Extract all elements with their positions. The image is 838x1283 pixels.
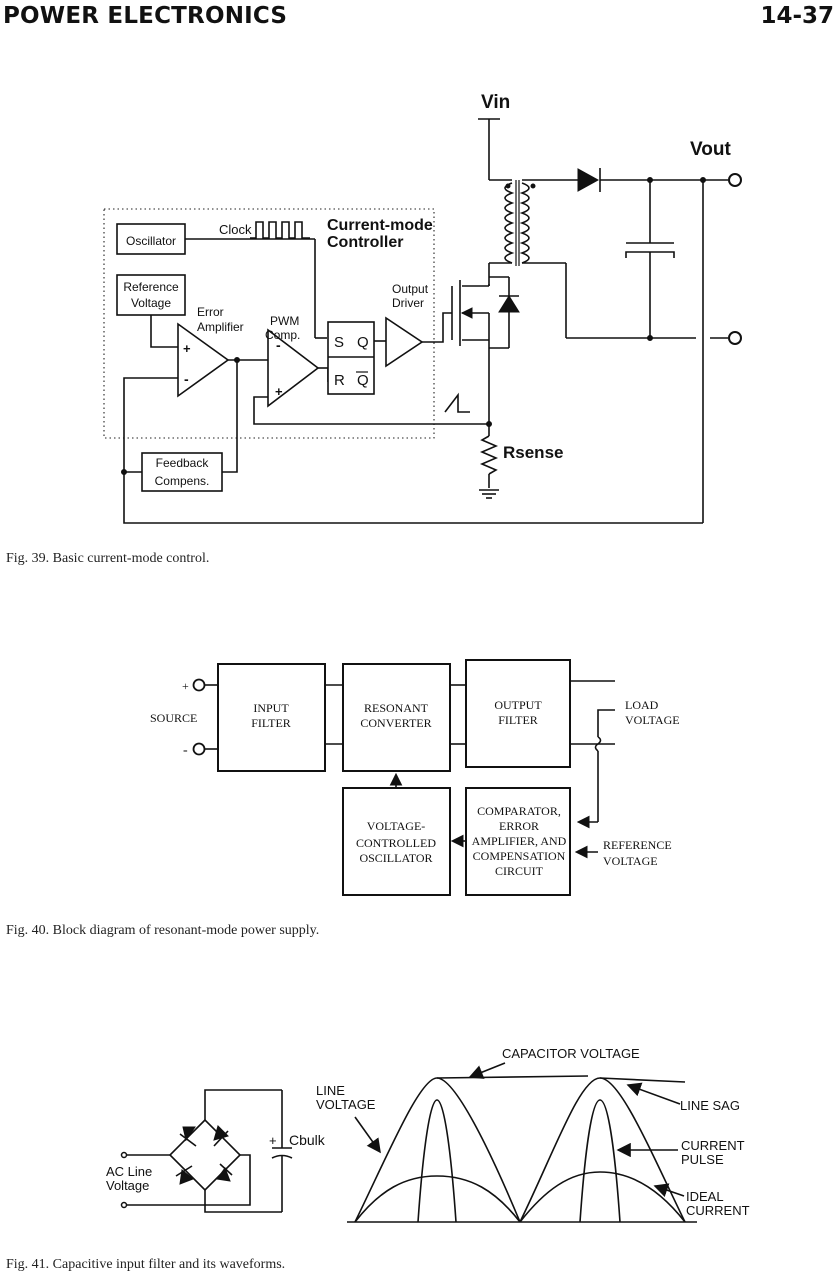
ground-icon bbox=[479, 489, 499, 499]
fig40-diagram: + - SOURCE INPUT FILTER RESONANT CONVERT… bbox=[150, 659, 680, 896]
error-amp-minus: - bbox=[184, 371, 189, 387]
error-amplifier-symbol bbox=[177, 322, 230, 398]
vout-label: Vout bbox=[690, 139, 731, 160]
cbulk-plus: + bbox=[269, 1133, 277, 1148]
pwm-minus: - bbox=[276, 337, 281, 353]
input-filter-block bbox=[217, 663, 326, 772]
latch-s-label: S bbox=[334, 334, 344, 351]
vco-block bbox=[342, 787, 451, 896]
feedback-label-line2: Compens. bbox=[155, 474, 210, 488]
page-number: 14-37 bbox=[760, 3, 834, 29]
section-title: POWER ELECTRONICS bbox=[3, 3, 288, 29]
comp-label-line3: AMPLIFIER, AND bbox=[472, 834, 567, 848]
rsense-label: Rsense bbox=[503, 443, 563, 462]
error-amp-label-line2: Amplifier bbox=[197, 320, 244, 334]
line-voltage-label-line2: VOLTAGE bbox=[316, 1097, 376, 1112]
bridge-rectifier-icon bbox=[168, 1118, 242, 1192]
ac-line-label-line2: Voltage bbox=[106, 1178, 149, 1193]
reference-label-line1: Reference bbox=[123, 280, 179, 294]
fig39-diagram: Vin Vout bbox=[103, 92, 742, 524]
ramp-waveform-icon bbox=[444, 392, 470, 413]
cbulk-label: Cbulk bbox=[289, 1132, 326, 1148]
ideal-current-label-line1: IDEAL bbox=[686, 1189, 724, 1204]
driver-label-line1: Output bbox=[392, 282, 429, 296]
controller-title-line1: Current-mode bbox=[327, 217, 433, 234]
error-amp-label-line1: Error bbox=[197, 305, 224, 319]
resonant-label-line1: RESONANT bbox=[364, 701, 429, 715]
pwm-comparator-symbol bbox=[267, 328, 320, 408]
ref-label-line2: VOLTAGE bbox=[603, 854, 658, 868]
fig41-caption: Fig. 41. Capacitive input filter and its… bbox=[6, 1257, 286, 1272]
reference-label-line2: Voltage bbox=[131, 296, 171, 310]
driver-label-line2: Driver bbox=[392, 296, 424, 310]
vout-terminal bbox=[728, 173, 742, 187]
mosfet-icon bbox=[451, 276, 520, 349]
comp-label-line4: COMPENSATION bbox=[473, 849, 566, 863]
comp-label-line2: ERROR bbox=[499, 819, 539, 833]
current-pulse-label-line1: CURRENT bbox=[681, 1138, 745, 1153]
resonant-converter-block bbox=[342, 663, 451, 772]
output-return-terminal bbox=[728, 331, 742, 345]
input-filter-label-line2: FILTER bbox=[251, 716, 291, 730]
output-filter-label-line1: OUTPUT bbox=[494, 698, 542, 712]
comp-label-line1: COMPARATOR, bbox=[477, 804, 561, 818]
input-filter-label-line1: INPUT bbox=[253, 701, 289, 715]
ac-line-label-line1: AC Line bbox=[106, 1164, 152, 1179]
ref-label-line1: REFERENCE bbox=[603, 838, 672, 852]
load-label-line1: LOAD bbox=[625, 698, 659, 712]
waveform-plot bbox=[347, 1075, 697, 1223]
source-plus-terminal bbox=[192, 678, 206, 692]
oscillator-block bbox=[116, 223, 186, 255]
source-minus-terminal bbox=[192, 742, 206, 756]
reference-voltage-block bbox=[116, 274, 186, 316]
output-filter-label-line2: FILTER bbox=[498, 713, 538, 727]
current-pulse-label-line2: PULSE bbox=[681, 1152, 724, 1167]
transformer-icon bbox=[504, 180, 536, 266]
line-voltage-label-line1: LINE bbox=[316, 1083, 345, 1098]
output-capacitor-icon bbox=[625, 180, 675, 338]
output-filter-block bbox=[465, 659, 571, 768]
controller-title-line2: Controller bbox=[327, 234, 403, 251]
fig39-caption: Fig. 39. Basic current-mode control. bbox=[6, 551, 210, 566]
oscillator-label: Oscillator bbox=[126, 234, 176, 248]
source-plus-sign: + bbox=[182, 679, 189, 693]
capacitor-voltage-label: CAPACITOR VOLTAGE bbox=[502, 1046, 640, 1061]
pwm-plus: + bbox=[275, 384, 283, 399]
source-label: SOURCE bbox=[150, 711, 197, 725]
ideal-current-label-line2: CURRENT bbox=[686, 1203, 750, 1218]
comp-label-line5: CIRCUIT bbox=[495, 864, 544, 878]
vco-label-line2: CONTROLLED bbox=[356, 836, 436, 850]
source-minus-sign: - bbox=[183, 743, 188, 758]
cbulk-capacitor-icon bbox=[271, 1090, 293, 1212]
fig41-diagram: AC Line Voltage + Cbulk LINE VOLTAGE CAP… bbox=[106, 1046, 750, 1223]
output-driver-symbol bbox=[385, 316, 424, 368]
latch-r-label: R bbox=[334, 372, 345, 389]
feedback-compensation-block bbox=[141, 452, 223, 492]
controller-boundary bbox=[103, 208, 435, 439]
clock-label: Clock bbox=[219, 222, 252, 237]
pwm-label-line2: Comp. bbox=[265, 328, 300, 342]
resonant-label-line2: CONVERTER bbox=[360, 716, 431, 730]
latch-q-label: Q bbox=[357, 334, 369, 351]
fig40-caption: Fig. 40. Block diagram of resonant-mode … bbox=[6, 923, 320, 938]
rsense-resistor-icon bbox=[479, 424, 499, 488]
vco-label-line1: VOLTAGE- bbox=[367, 819, 426, 833]
line-sag-label: LINE SAG bbox=[680, 1098, 740, 1113]
output-diode-icon bbox=[577, 168, 601, 192]
load-label-line2: VOLTAGE bbox=[625, 713, 680, 727]
feedback-label-line1: Feedback bbox=[156, 456, 210, 470]
error-amp-plus: + bbox=[183, 341, 191, 356]
vin-label: Vin bbox=[481, 92, 510, 113]
clock-waveform-icon bbox=[250, 221, 310, 239]
comparator-block bbox=[465, 787, 571, 896]
pwm-label-line1: PWM bbox=[270, 314, 299, 328]
vco-label-line3: OSCILLATOR bbox=[359, 851, 432, 865]
latch-qbar-label: Q bbox=[357, 372, 369, 389]
sr-latch-block bbox=[327, 321, 375, 395]
